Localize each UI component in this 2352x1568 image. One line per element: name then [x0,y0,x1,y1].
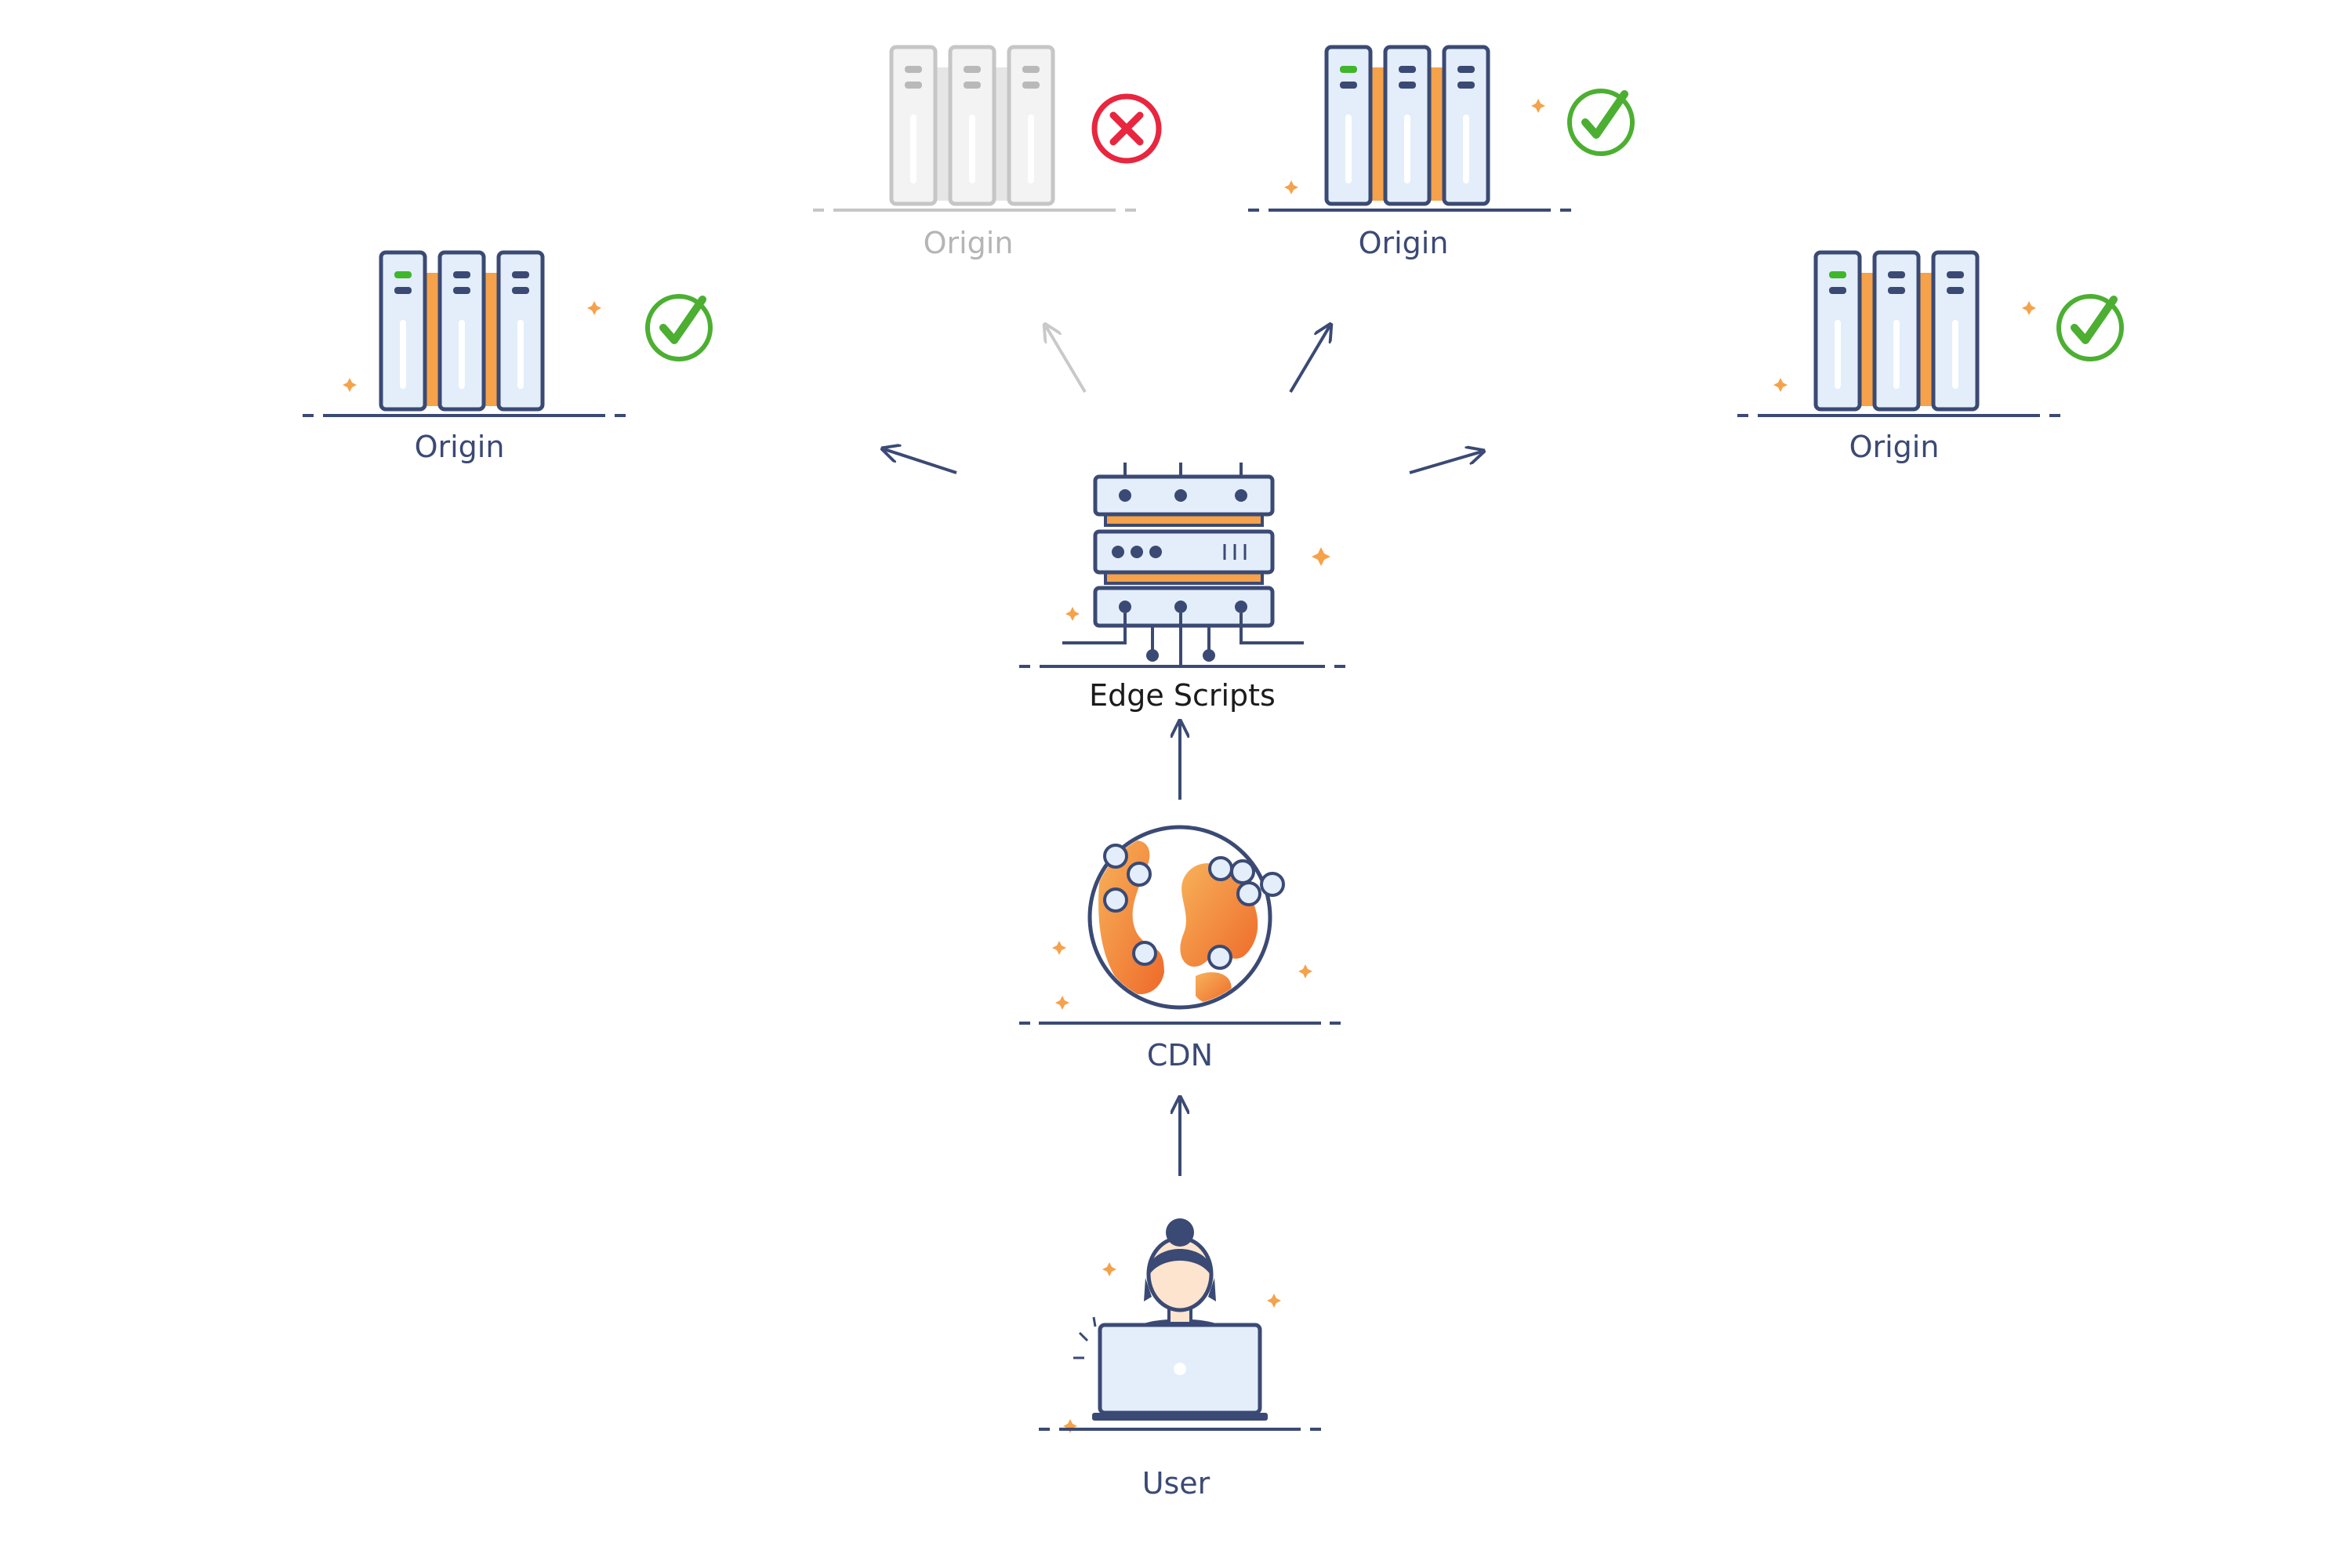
origin-right-label: Origin [1849,430,1940,464]
arrow-edge-to-origin-right [1409,452,1482,474]
edge-scripts-label: Edge Scripts [1089,678,1276,713]
cdn-label: CDN [1146,1038,1214,1073]
server-cluster-icon [813,45,1136,212]
origin-server-top-right [1248,45,1635,212]
check-circle-icon [645,294,713,361]
server-cluster-icon [1737,250,2060,417]
origin-left-label: Origin [414,430,505,464]
server-cluster-icon [1248,45,1571,212]
origin-server-top-left [813,45,1162,212]
arrow-edge-to-origin-top-left [1046,326,1087,394]
x-circle-icon [1091,93,1162,164]
origin-server-right [1737,250,2124,417]
check-circle-icon [2056,294,2124,361]
globe-icon [1019,825,1341,1025]
server-rack-icon [1019,463,1345,668]
check-circle-icon [1567,89,1635,156]
origin-top-left-label: Origin [923,226,1014,260]
server-cluster-icon [303,250,626,417]
arrow-edge-to-origin-top-right [1289,326,1330,394]
connector-arrows [884,326,1482,1176]
user-laptop-icon [1039,1218,1321,1433]
user-label: User [1142,1466,1210,1501]
origin-top-right-label: Origin [1358,226,1449,260]
arrow-edge-to-origin-left [884,449,957,474]
origin-server-left [303,250,713,417]
